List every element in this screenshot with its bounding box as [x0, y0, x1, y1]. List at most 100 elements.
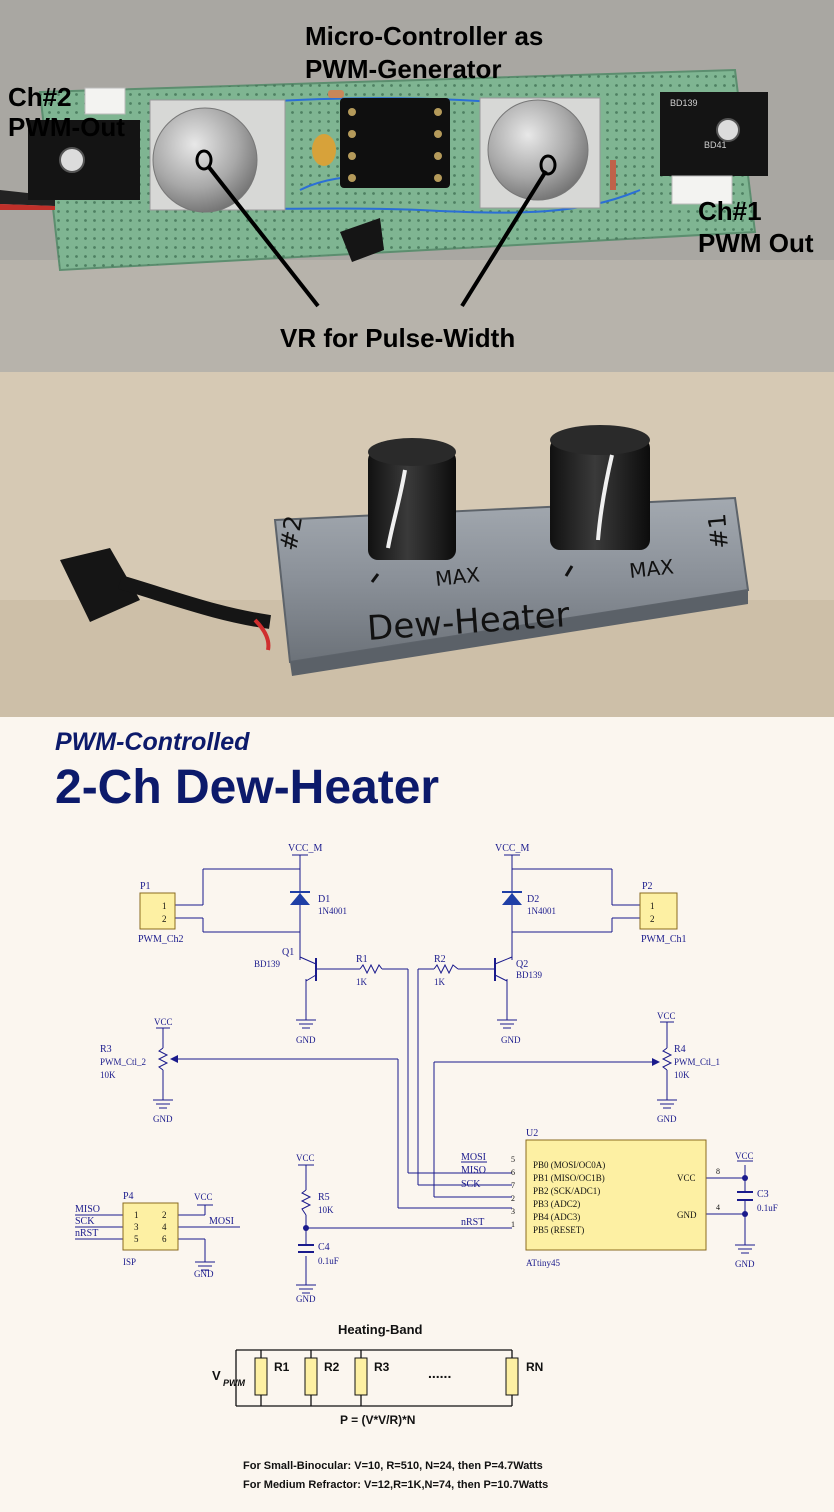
ch1-label-line2: PWM Out [698, 228, 814, 258]
net-nrst: nRST [461, 1217, 484, 1228]
p4-pin4: 4 [162, 1222, 167, 1232]
schematic-background [0, 717, 834, 1512]
chip-marking-bottom: BD41 [704, 140, 727, 150]
d2-value: 1N4001 [527, 906, 556, 916]
dc-plug [60, 548, 140, 622]
vcc-label-r4: VCC [657, 1011, 676, 1021]
gnd-label-q1: GND [296, 1035, 316, 1045]
gnd-label-c4: GND [296, 1294, 316, 1304]
p4-pin2: 2 [162, 1210, 167, 1220]
knob-ch1-marker [596, 454, 614, 541]
u2-pinnum-6: 6 [511, 1168, 515, 1177]
band-label-rn: RN [526, 1360, 543, 1374]
vcc-label-c3: VCC [735, 1151, 754, 1161]
gnd-symbol-p4 [195, 1261, 215, 1271]
p1-pin2: 2 [162, 914, 167, 924]
junction-vcc [742, 1175, 748, 1181]
resistor-right [610, 160, 616, 190]
ch2-mounting-hole [59, 147, 85, 173]
mcu-pin-3 [348, 152, 356, 160]
r5-symbol [300, 1189, 312, 1216]
transistor-small [340, 218, 384, 262]
vcc-label-r3: VCC [154, 1017, 173, 1027]
u2-pin-pb2: PB2 (SCK/ADC1) [533, 1186, 600, 1196]
p4-net-gnd: GND [194, 1269, 214, 1279]
q1-value: BD139 [254, 959, 281, 969]
mcu-label-line2: PWM-Generator [305, 54, 501, 84]
q2-value: BD139 [516, 970, 543, 980]
mcu-pin-6 [434, 152, 442, 160]
p4-pin5: 5 [134, 1234, 139, 1244]
potentiometer-right-shaft [487, 99, 589, 201]
ch1-transistor-tab [660, 92, 768, 176]
p4-net-nrst: nRST [75, 1228, 98, 1239]
p2-pin1: 1 [650, 901, 655, 911]
junction-gnd [742, 1211, 748, 1217]
u2-pinnum-5: 5 [511, 1155, 515, 1164]
knob-ch2-top [368, 438, 456, 466]
p4-pin3: 3 [134, 1222, 139, 1232]
gnd-symbol-q2 [497, 1019, 517, 1029]
knob-ch2[interactable] [368, 450, 456, 560]
pointer-circle-left [195, 149, 213, 171]
p2-ref: P2 [642, 881, 653, 892]
u2-part: ATtiny45 [526, 1258, 561, 1268]
handwritten-max-right: MAX [628, 554, 675, 583]
c4-value: 0.1uF [318, 1256, 339, 1266]
u2-pin-pb3: PB3 (ADC2) [533, 1199, 580, 1209]
knob-ch2-marker [386, 469, 407, 549]
p4-pin1: 1 [134, 1210, 139, 1220]
mcu-pin-1 [348, 108, 356, 116]
knob-ch1[interactable] [550, 438, 650, 550]
p4-net-mosi: MOSI [209, 1216, 234, 1227]
d1-symbol [290, 893, 310, 905]
pointer-line-left [206, 164, 320, 308]
u2-vcc-pin: VCC [677, 1173, 696, 1183]
mcu-pin-5 [434, 174, 442, 182]
red-wire [253, 618, 271, 651]
chip-marking-top: BD139 [670, 98, 698, 108]
p4-isp-header [122, 1202, 179, 1251]
capacitor-yellow [312, 134, 336, 166]
u2-pin-pb4: PB4 (ADC3) [533, 1212, 580, 1222]
u2-pinnum-1: 1 [511, 1220, 515, 1229]
schematic-subtitle: PWM-Controlled [55, 728, 250, 756]
r4-wiper [652, 1058, 660, 1066]
gnd-label-r3: GND [153, 1114, 173, 1124]
power-cable [117, 575, 271, 629]
tick-ch2-min [370, 573, 380, 583]
u2-pin-pb5: PB5 (RESET) [533, 1225, 584, 1235]
pointer-line-right [460, 169, 548, 308]
tube-underside [290, 590, 748, 676]
u2-pin-pb0: PB0 (MOSI/OC0A) [533, 1160, 605, 1170]
net-sck: SCK [461, 1179, 481, 1190]
ch1-mounting-hole [716, 118, 740, 142]
p4-ref: P4 [123, 1191, 134, 1202]
vcc-label-r5: VCC [296, 1153, 315, 1163]
handwritten-ch1: #1 [703, 512, 734, 550]
r3-symbol [157, 1047, 169, 1071]
p1-ref: P1 [140, 881, 151, 892]
gnd-label-c3: GND [735, 1259, 755, 1269]
band-resistor-r2 [304, 1357, 318, 1396]
r4-symbol [661, 1047, 673, 1071]
r3-wiper [170, 1055, 178, 1063]
band-resistor-r3 [354, 1357, 368, 1396]
r4-ref: R4 [674, 1044, 686, 1055]
potentiometer-left-shaft [152, 107, 258, 213]
u2-gnd-pin: GND [677, 1210, 697, 1220]
r4-value: 10K [674, 1070, 690, 1080]
junction-dots [303, 1175, 748, 1231]
r1-symbol [359, 963, 383, 975]
r2-value: 1K [434, 977, 446, 987]
u2-attiny45 [525, 1139, 707, 1251]
mcu-label-line1: Micro-Controller as [305, 21, 543, 51]
r2-symbol [433, 963, 459, 975]
p2-pin2: 2 [650, 914, 655, 924]
band-label-r2: R2 [324, 1360, 340, 1374]
ch2-label-line1: Ch#2 [8, 82, 72, 112]
r1-ref: R1 [356, 954, 368, 965]
net-miso: MISO [461, 1165, 486, 1176]
